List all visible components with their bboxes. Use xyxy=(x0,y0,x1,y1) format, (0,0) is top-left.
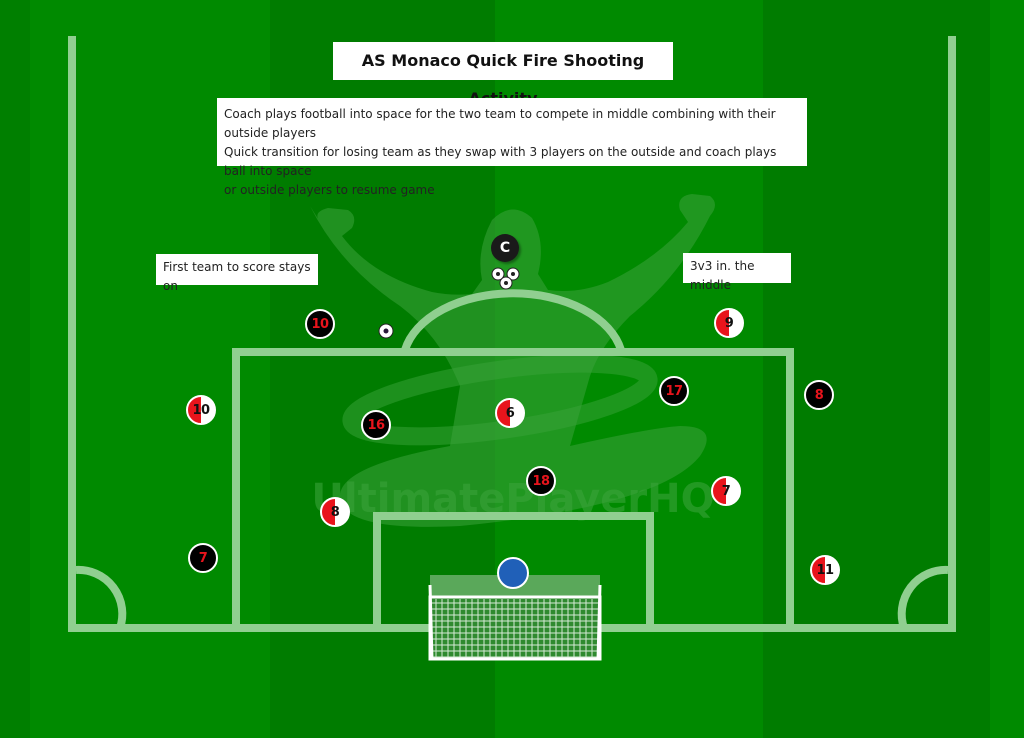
ball xyxy=(504,281,508,285)
drill-description: Coach plays football into space for the … xyxy=(217,98,807,197)
player-black[interactable]: 10 xyxy=(305,309,335,339)
six-yard-box xyxy=(373,512,654,628)
player-red-white[interactable]: 9 xyxy=(714,308,744,338)
corner-arc-right xyxy=(897,565,949,630)
note-left: First team to score stays on xyxy=(156,254,318,293)
grass-stripe xyxy=(990,0,1024,738)
player-black[interactable]: 7 xyxy=(188,543,218,573)
player-black[interactable]: 8 xyxy=(804,380,834,410)
note-right: 3v3 in. the middle xyxy=(683,253,791,292)
ball xyxy=(496,272,500,276)
player-red-white[interactable]: 6 xyxy=(495,398,525,428)
ball-pile xyxy=(491,267,520,290)
description-line: or outside players to resume game xyxy=(224,183,435,197)
watermark-ring xyxy=(342,354,658,446)
player-red-white[interactable]: 10 xyxy=(186,395,216,425)
player-black[interactable]: 17 xyxy=(659,376,689,406)
ball xyxy=(511,272,515,276)
goal-net xyxy=(428,595,602,661)
goal-post-right xyxy=(596,584,602,661)
loose-ball xyxy=(378,323,394,339)
player-black[interactable]: 16 xyxy=(361,410,391,440)
player-black[interactable]: 18 xyxy=(526,466,556,496)
player-red-white[interactable]: 8 xyxy=(320,497,350,527)
penalty-box xyxy=(232,348,794,628)
pitch-lines xyxy=(68,36,956,632)
penalty-arc xyxy=(401,289,625,352)
description-line: Coach plays football into space for the … xyxy=(224,107,776,140)
drill-title: AS Monaco Quick Fire Shooting Activity xyxy=(333,42,673,108)
player-red-white[interactable]: 11 xyxy=(810,555,840,585)
description-line: Quick transition for losing team as they… xyxy=(224,145,777,178)
goal-post-left xyxy=(428,584,434,661)
coach-marker[interactable]: C xyxy=(491,234,519,262)
player-red-white[interactable]: 7 xyxy=(711,476,741,506)
grass-stripe xyxy=(0,0,30,738)
corner-arc-left xyxy=(75,565,127,630)
goalkeeper[interactable] xyxy=(497,557,529,589)
